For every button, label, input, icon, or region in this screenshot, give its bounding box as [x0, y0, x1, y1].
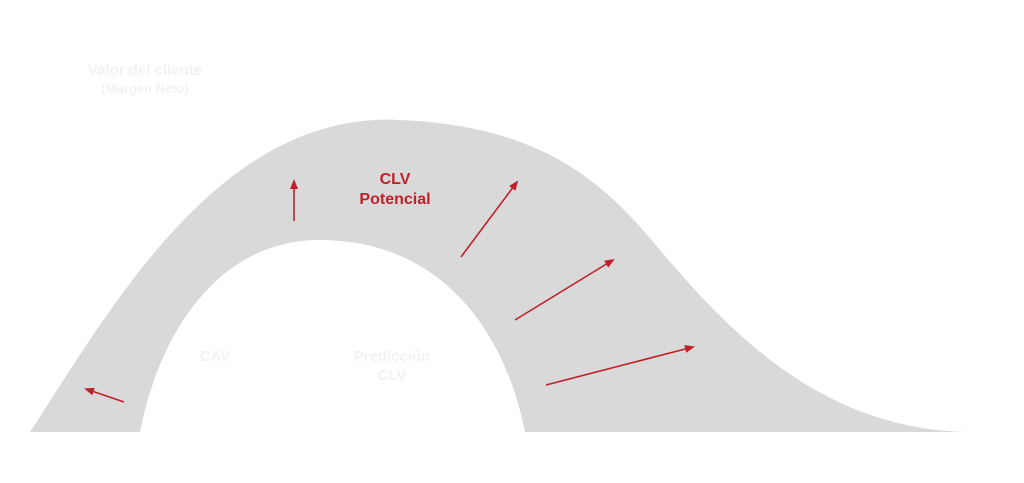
arrow-left — [84, 387, 125, 403]
clv-prediction-line1: Predicción — [353, 348, 431, 365]
arrow-upper-right — [460, 180, 519, 258]
arrow-right-mid — [514, 258, 615, 321]
clv-potential-line1: CLV — [379, 171, 411, 188]
clv-prediction-label: Predicción CLV — [332, 348, 452, 386]
y-axis-title: Valor del cliente (Margen Neto) — [75, 62, 215, 97]
clv-prediction-line2: CLV — [377, 366, 407, 384]
cav-label: CAV — [199, 348, 231, 365]
clv-potential-line2: Potencial — [359, 191, 431, 208]
arrow-right-low — [545, 345, 695, 386]
clv-potential-label: CLV Potencial — [335, 170, 455, 210]
y-axis-title-text: Valor del cliente — [87, 62, 203, 79]
y-axis-subtitle: (Margen Neto) — [101, 80, 189, 96]
clv-potential-band — [30, 119, 970, 432]
